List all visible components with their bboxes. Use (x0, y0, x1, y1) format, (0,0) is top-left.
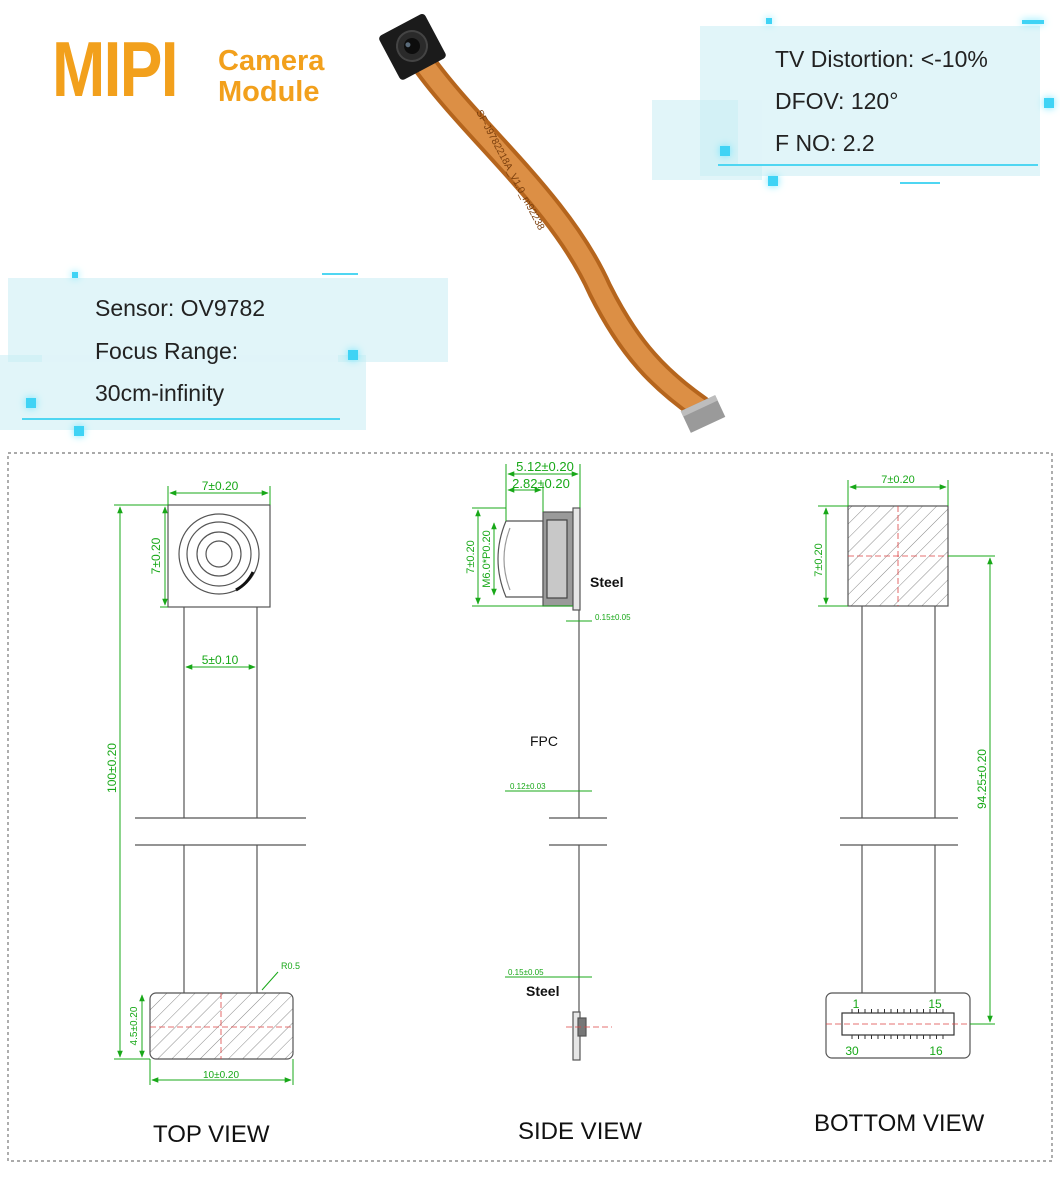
spec-focus-range-value: 30cm-infinity (95, 380, 225, 406)
bottom-view-length-dim: 94.25±0.20 (975, 749, 989, 809)
top-view-lens-inner (205, 540, 233, 568)
glow-dot (348, 350, 358, 360)
bottom-view (825, 505, 975, 1059)
spec-tv-distortion: TV Distortion: <-10% (775, 46, 988, 72)
side-view-steel-top-label: Steel (590, 574, 623, 590)
top-view-length-dim: 100±0.20 (105, 743, 119, 793)
glow-dot (26, 398, 36, 408)
bottom-view-label: BOTTOM VIEW (814, 1110, 985, 1137)
card-accent-line (718, 164, 1038, 166)
camera-module-illustration: SF-J9782218A_V1.0_m92238 (379, 14, 726, 433)
logo-subtitle-line2: Module (218, 76, 320, 108)
side-view (497, 507, 612, 1061)
top-view-lens-edge (235, 571, 255, 592)
side-view-fpc-label: FPC (530, 733, 558, 749)
bottom-view-height-dim: 7±0.20 (813, 543, 825, 577)
side-view-dims (472, 464, 592, 978)
card-accent-line (22, 418, 340, 420)
top-view-width-dim: 7±0.20 (202, 479, 239, 493)
bottom-view-pin-15: 15 (928, 997, 942, 1011)
top-view-lens-mid (196, 531, 242, 577)
top-view-fpc-width-dim: 5±0.10 (202, 653, 239, 667)
top-view-dims (114, 486, 294, 1085)
top-view (135, 504, 306, 1060)
side-view-steel-bottom-label: Steel (526, 983, 559, 999)
glow-dot (768, 176, 778, 186)
fpc-connector (680, 395, 726, 433)
glow-dot (1044, 98, 1054, 108)
logo-subtitle-line1: Camera (218, 45, 325, 77)
drawing-frame (7, 452, 1053, 1162)
side-view-steel-top (572, 507, 581, 611)
logo-mipi: MIPI (52, 25, 179, 113)
bottom-view-pins (851, 1009, 944, 1039)
bottom-view-pin-30: 30 (845, 1044, 859, 1058)
camera-head (379, 14, 446, 80)
fpc-ribbon-highlight (411, 49, 709, 417)
spec-card-left (42, 288, 338, 410)
side-view-steel-thickness-top: 0.15±0.05 (595, 613, 631, 622)
side-view-height-dim: 7±0.20 (465, 540, 477, 574)
top-view-height-dim: 7±0.20 (149, 537, 163, 574)
side-view-lens-depth-dim: 2.82±0.20 (512, 476, 570, 491)
top-view-connector-height-dim: 4.5±0.20 (129, 1006, 140, 1045)
top-view-connector (149, 992, 294, 1060)
spec-f-no: F NO: 2.2 (775, 130, 875, 156)
bottom-view-pin-1: 1 (853, 997, 860, 1011)
logo-subtitle: Camera Module (218, 46, 324, 108)
side-view-total-depth-dim: 5.12±0.20 (516, 459, 574, 474)
side-view-fpc-thickness: 0.12±0.03 (510, 782, 546, 791)
bottom-view-width-dim: 7±0.20 (881, 474, 915, 486)
spec-dfov: DFOV: 120° (775, 88, 899, 114)
side-view-thread-dim: M6.0*P0.20 (481, 530, 493, 587)
top-view-radius-note: R0.5 (281, 961, 300, 971)
card-accent-line (900, 182, 940, 184)
glow-dot (766, 18, 772, 24)
top-view-lens-outer (178, 513, 260, 595)
spec-focus-range-label: Focus Range: (95, 338, 239, 364)
side-view-lens-barrel (497, 520, 544, 598)
bottom-view-dims (818, 480, 995, 1025)
glow-dot (72, 272, 78, 278)
glow-dot (74, 426, 84, 436)
top-view-connector-width-dim: 10±0.20 (203, 1070, 240, 1081)
card-accent-line (322, 273, 358, 275)
top-view-module (167, 504, 271, 608)
glow-dot (720, 146, 730, 156)
glow-dot (1022, 20, 1044, 24)
bottom-view-connector-board (825, 992, 971, 1059)
side-view-label: SIDE VIEW (518, 1118, 643, 1145)
bottom-view-pin-16: 16 (929, 1044, 943, 1058)
top-view-lens-ring (186, 521, 252, 587)
spec-sensor: Sensor: OV9782 (95, 295, 266, 321)
side-view-steel-thickness-bottom: 0.15±0.05 (508, 968, 544, 977)
spec-card-right (738, 38, 1030, 166)
top-view-label: TOP VIEW (153, 1121, 270, 1148)
